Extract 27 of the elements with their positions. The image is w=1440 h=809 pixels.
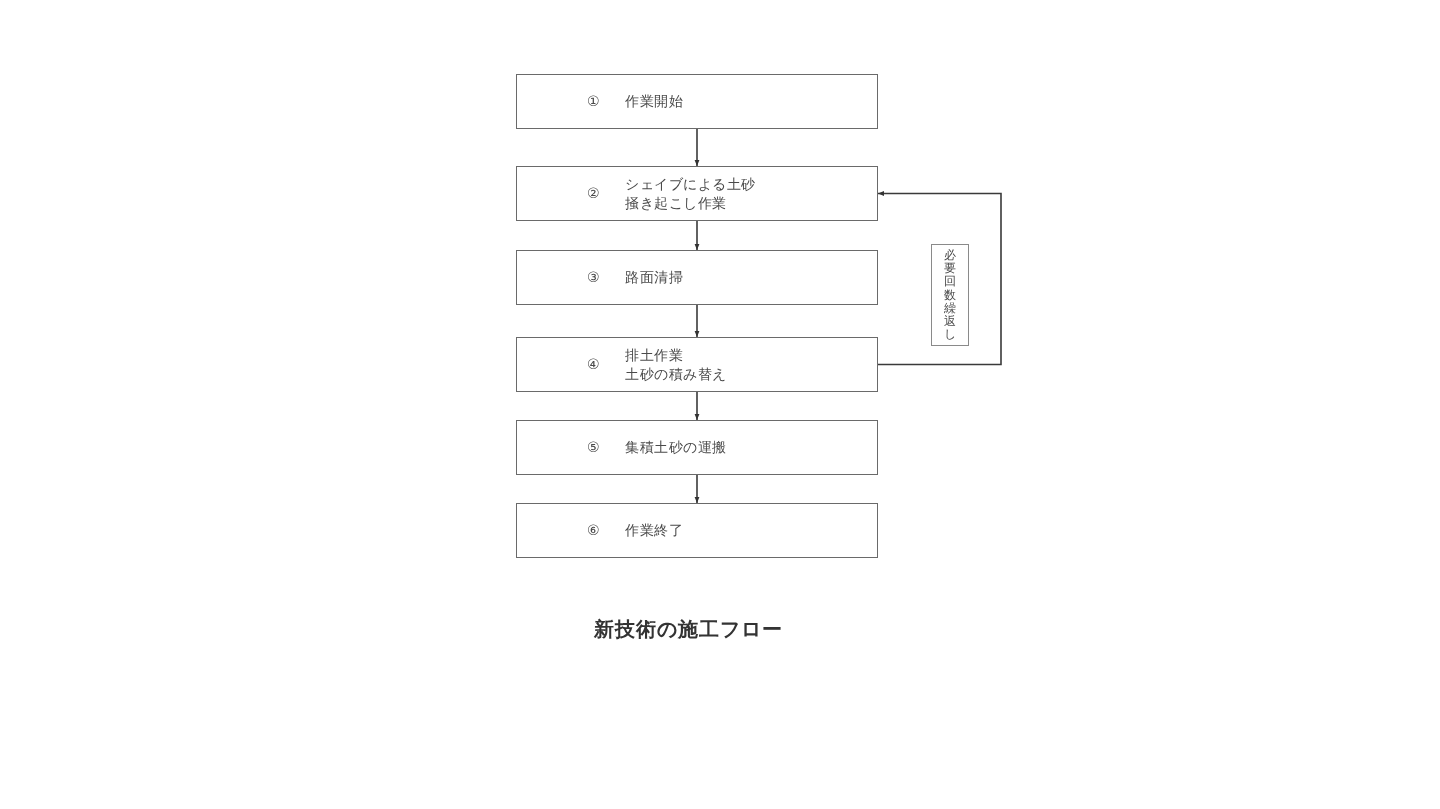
step-number: ③ xyxy=(587,268,601,287)
arrow xyxy=(877,191,1002,366)
arrow xyxy=(694,304,700,338)
step-number: ⑥ xyxy=(587,521,601,540)
process-box xyxy=(516,420,878,475)
process-box xyxy=(516,74,878,129)
step-text: 集積土砂の運搬 xyxy=(625,438,727,457)
step-number: ⑤ xyxy=(587,438,601,457)
edge-label: 必要回数繰返し xyxy=(931,244,969,347)
step-text: 作業開始 xyxy=(625,92,683,111)
step-number: ④ xyxy=(587,355,601,374)
caption: 新技術の施工フロー xyxy=(593,616,783,643)
step-text: 路面清掃 xyxy=(625,268,683,287)
step-text: 土砂の積み替え xyxy=(625,364,727,383)
arrow xyxy=(694,391,700,421)
arrow xyxy=(694,474,700,504)
step-text: 作業終了 xyxy=(625,521,683,540)
step-number: ① xyxy=(587,92,601,111)
step-text: 排土作業 xyxy=(625,346,683,365)
process-box xyxy=(516,166,878,221)
step-number: ② xyxy=(587,184,601,203)
arrow xyxy=(694,220,700,251)
process-box xyxy=(516,337,878,392)
process-box xyxy=(516,250,878,305)
step-text: シェイブによる土砂掻き起こし作業 xyxy=(625,175,757,212)
arrow xyxy=(694,128,700,167)
process-box xyxy=(516,503,878,558)
